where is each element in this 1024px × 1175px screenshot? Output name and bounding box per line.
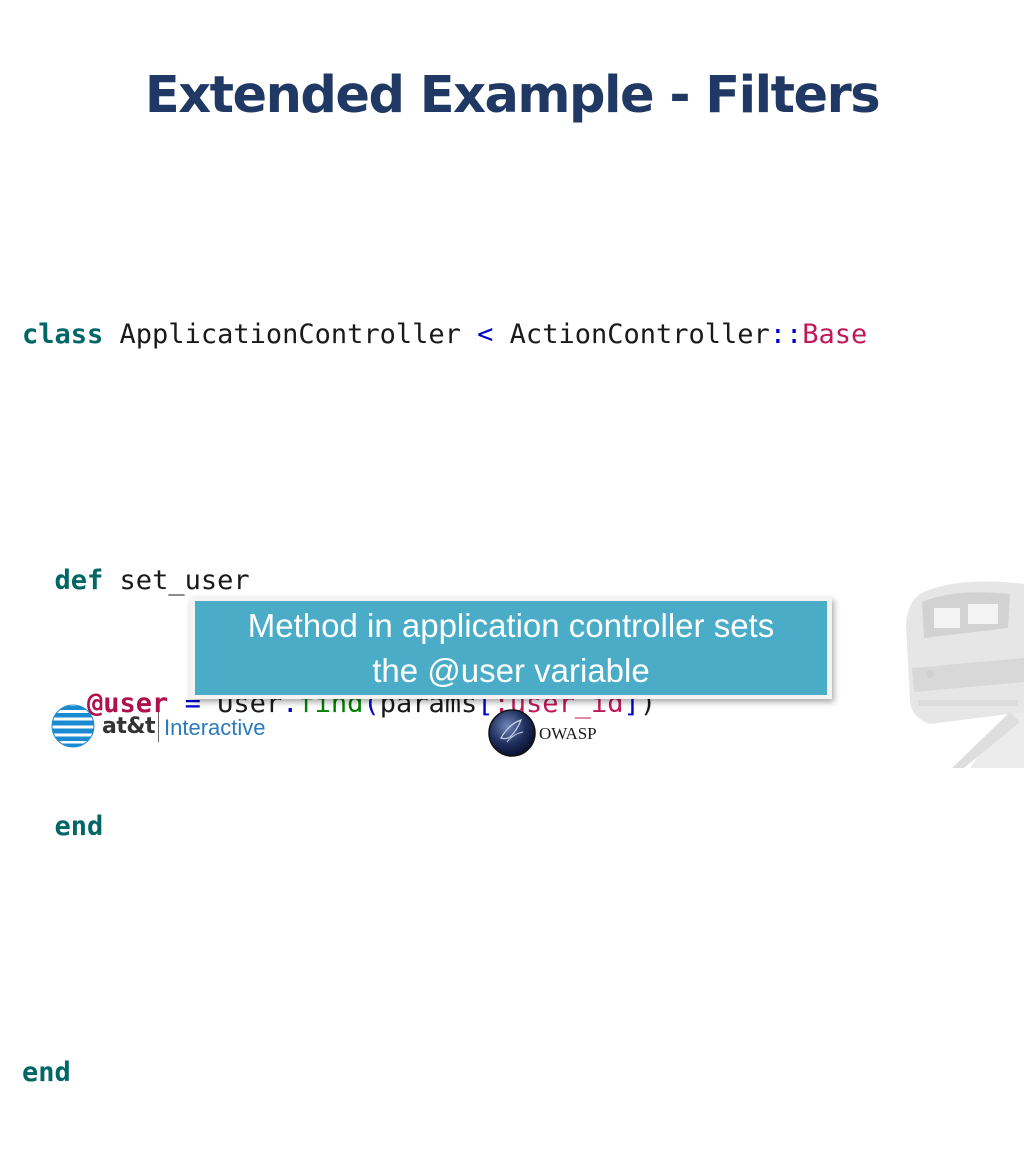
scope-operator: :: — [769, 319, 803, 350]
keyword-class: class — [22, 319, 104, 350]
callout-line-1: Method in application controller sets — [247, 607, 775, 644]
class-name: ApplicationController — [103, 319, 478, 350]
code-line-2 — [22, 437, 867, 478]
indent — [22, 565, 55, 596]
callout-box: Method in application controller sets th… — [190, 597, 832, 699]
owasp-text: OWASP — [539, 724, 597, 743]
code-line-7: end — [22, 1052, 867, 1093]
slide-title: Extended Example - Filters — [144, 66, 881, 125]
indent — [22, 811, 55, 842]
att-globe-icon — [51, 704, 95, 748]
instance-variable: @user — [87, 688, 169, 719]
code-line-5: end — [22, 806, 867, 847]
train-watermark-icon — [906, 581, 1024, 768]
code-line-1: class ApplicationController < ActionCont… — [22, 314, 867, 355]
owasp-logo: OWASP — [487, 708, 627, 762]
code-line-3: def set_user — [22, 560, 867, 601]
logo-divider — [158, 712, 159, 742]
callout-line-2: the @user variable — [372, 652, 650, 689]
att-product-text: Interactive — [164, 715, 266, 740]
keyword-end: end — [54, 811, 104, 842]
parent-module: ActionController — [493, 319, 770, 350]
att-brand-text: at&t — [102, 714, 156, 739]
method-name: set_user — [103, 565, 250, 596]
callout-content: Method in application controller sets th… — [195, 601, 827, 695]
att-interactive-logo: at&t Interactive — [50, 703, 290, 753]
keyword-end: end — [22, 1057, 71, 1088]
inherit-operator: < — [477, 319, 494, 350]
owasp-wasp-icon — [488, 709, 536, 757]
keyword-def: def — [54, 565, 104, 596]
parent-constant: Base — [802, 319, 868, 350]
slide: Extended Example - Filters class Applica… — [22, 66, 1024, 1088]
code-line-6 — [22, 929, 867, 970]
